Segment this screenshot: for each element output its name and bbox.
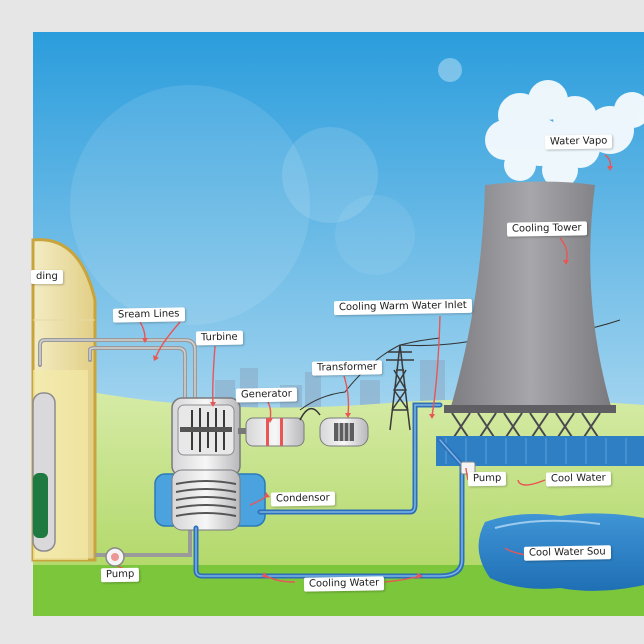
label-cooling-tower: Cooling Tower (506, 221, 587, 237)
label-cooling-warm-water-inlet: Cooling Warm Water Inlet (333, 298, 472, 316)
label-cooling-water: Cooling Water (303, 576, 385, 592)
label-pump-left: Pump (100, 567, 140, 583)
condensor (154, 469, 266, 531)
containment-building (31, 238, 97, 562)
cooling-water-pipes (193, 402, 465, 579)
transformer (319, 417, 369, 447)
label-turbine: Turbine (195, 330, 243, 346)
label-cool-water-source: Cool Water Sou (523, 545, 611, 561)
label-containment-building: ding (31, 270, 63, 284)
label-pump-right: Pump (467, 471, 507, 487)
power-pylon (386, 344, 414, 431)
label-generator: Generator (235, 387, 297, 403)
generator (245, 417, 305, 447)
cooling-tower (436, 181, 644, 466)
turbine (171, 397, 241, 477)
label-condensor: Condensor (270, 491, 335, 507)
label-cool-water: Cool Water (545, 471, 611, 487)
label-steam-lines: Sream Lines (112, 307, 185, 323)
label-transformer: Transformer (311, 360, 383, 376)
label-water-vapor: Water Vapo (544, 134, 613, 150)
